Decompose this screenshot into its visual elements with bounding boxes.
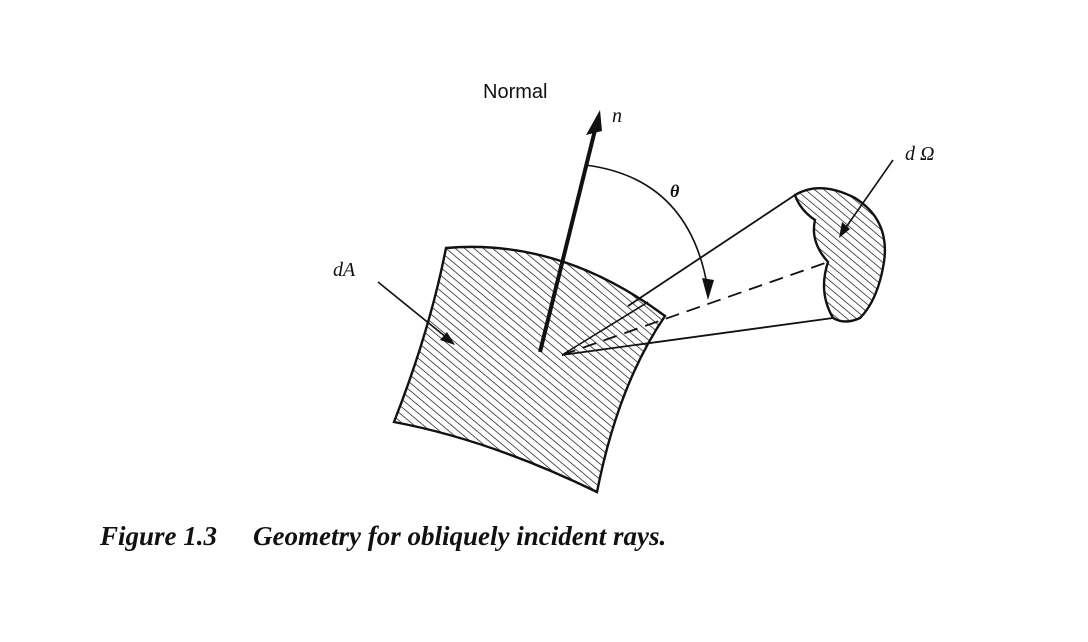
dA-pointer-arrowhead	[440, 332, 455, 345]
central-ray-dashed	[561, 261, 829, 356]
figure-number: Figure 1.3	[100, 521, 218, 551]
cone-edge-upper	[627, 194, 796, 307]
dOmega-pointer-arrowhead	[839, 222, 850, 238]
surface-patch-dA	[392, 245, 667, 494]
normal-vector	[538, 121, 599, 353]
figure-caption: Figure 1.3 Geometry for obliquely inciden…	[100, 521, 666, 552]
theta-label: θ	[670, 181, 680, 201]
normal-arrowhead	[586, 110, 602, 135]
cone-edge-inner-upper	[561, 301, 649, 356]
solid-angle-cap-dOmega	[793, 186, 887, 323]
dA-pointer-line	[377, 281, 453, 343]
n-label: n	[612, 105, 622, 127]
cone-edge-lower	[561, 317, 834, 356]
dOmega-label: d Ω	[905, 143, 934, 165]
theta-arc-arrowhead	[702, 278, 714, 300]
theta-arc	[584, 164, 709, 291]
dA-label: dA	[333, 259, 356, 281]
caption-text: Geometry for obliquely incident rays.	[253, 521, 667, 551]
dOmega-pointer-line	[841, 159, 894, 234]
normal-label: Normal	[483, 81, 547, 103]
